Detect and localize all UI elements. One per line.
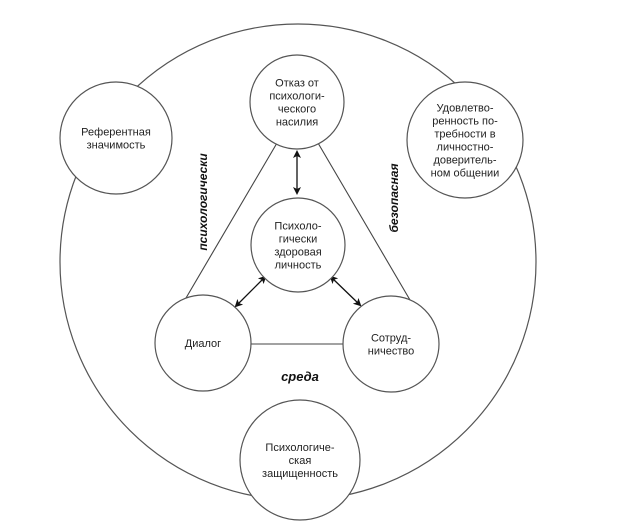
- node-label-line: ренность по-: [432, 116, 498, 128]
- node-cooperation-label: Сотруд-ничество: [368, 333, 414, 358]
- node-label-line: Психоло-: [274, 221, 321, 233]
- line-top-cooperation: [317, 142, 411, 301]
- label-psychologically: психологически: [196, 153, 210, 251]
- node-label-line: психологи-: [269, 91, 325, 103]
- node-label-line: защищенность: [262, 468, 338, 480]
- node-label-line: Сотруд-: [371, 333, 411, 345]
- node-label-line: доверитель-: [433, 155, 496, 167]
- node-label-line: Отказ от: [275, 78, 319, 90]
- node-label-line: ческого: [278, 104, 316, 116]
- label-safe: безопасная: [387, 163, 401, 232]
- node-label-line: ская: [289, 455, 312, 467]
- node-dialog: Диалог: [154, 294, 252, 392]
- node-label-line: Психологиче-: [265, 442, 334, 454]
- arrow-center-dialog: [234, 275, 267, 308]
- node-label-line: ном общении: [431, 168, 500, 180]
- node-label-line: Удовлетво-: [437, 103, 494, 115]
- node-label-line: личность: [275, 260, 322, 272]
- node-label-line: Диалог: [185, 338, 221, 350]
- node-dialog-label: Диалог: [185, 338, 221, 350]
- node-label-line: здоровая: [274, 247, 321, 259]
- node-cooperation: Сотруд-ничество: [342, 295, 440, 393]
- node-label-line: значимость: [87, 140, 146, 152]
- node-label-line: насилия: [276, 117, 318, 129]
- node-label-line: личностно-: [437, 142, 494, 154]
- node-label-line: гически: [279, 234, 317, 246]
- label-environment: среда: [281, 369, 319, 384]
- line-top-dialog: [185, 142, 278, 299]
- node-label-line: требности в: [434, 129, 495, 141]
- node-label-line: ничество: [368, 346, 414, 358]
- arrow-center-cooperation: [329, 275, 362, 307]
- node-label-line: Референтная: [81, 127, 151, 139]
